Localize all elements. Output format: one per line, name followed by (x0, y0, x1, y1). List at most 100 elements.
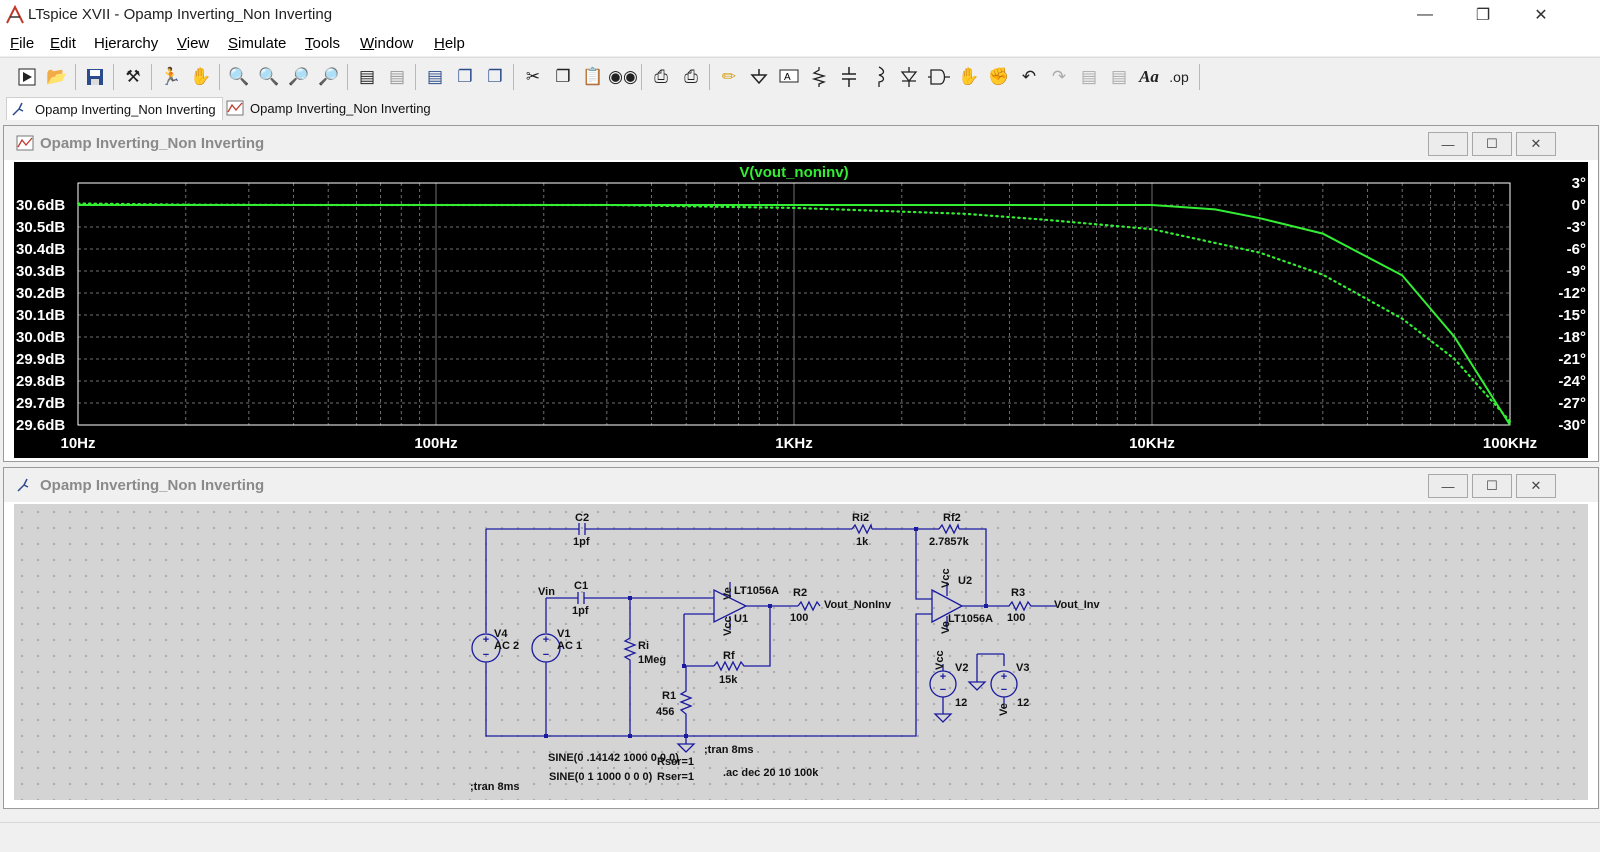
value-r1: 456 (656, 706, 675, 718)
run-sim-button[interactable]: 🏃 (158, 64, 184, 90)
bode-chart[interactable]: 30.6dB30.5dB30.4dB30.3dB30.2dB30.1dB30.0… (14, 162, 1588, 458)
mirror-icon: ▤ (1110, 67, 1128, 86)
autorange-button[interactable]: ▤ (354, 64, 380, 90)
cut-button[interactable]: ✂ (520, 64, 546, 90)
schematic-window-title: Opamp Inverting_Non Inverting (40, 477, 265, 494)
zoom-in-icon: 🔍 (228, 67, 250, 86)
schematic-drawing[interactable]: + − + − + − + − (14, 504, 1588, 800)
spice-directive-button[interactable]: .op (1166, 64, 1192, 90)
find-button[interactable]: ◉◉ (608, 64, 638, 90)
menu-bar: File Edit Hierarchy View Simulate Tools Window… (0, 30, 1600, 56)
label-r1: R1 (662, 690, 677, 702)
run-button[interactable] (14, 64, 40, 90)
print-preview-button[interactable]: ⎙ (648, 64, 674, 90)
x-tick-label: 100Hz (414, 435, 457, 452)
spice-directive-icon: .op (1169, 69, 1189, 85)
menu-simulate[interactable]: Simulate (228, 35, 287, 52)
pan-icon: 🔍 (258, 67, 280, 86)
waveform-maximize-button[interactable]: ☐ (1472, 132, 1512, 156)
svg-text:+: + (1001, 671, 1007, 683)
print-preview-icon: ⎙ (654, 67, 668, 86)
scissors-icon: ✂ (525, 67, 541, 86)
menu-view[interactable]: View (177, 35, 210, 52)
ground-button[interactable] (746, 64, 772, 90)
ltspice-app-icon (6, 5, 24, 24)
tile-horizontal-button[interactable]: ▤ (422, 64, 448, 90)
value-v4: AC 2 (494, 640, 520, 652)
resistor-button[interactable] (806, 64, 832, 90)
close-button[interactable]: ✕ (1512, 0, 1570, 30)
schematic-window: Opamp Inverting_Non Inverting — ☐ ✕ (3, 467, 1599, 809)
save-button[interactable] (82, 64, 108, 90)
y-left-tick-label: 30.2dB (16, 285, 65, 302)
close-icon: ✕ (1534, 7, 1548, 24)
draw-wire-button[interactable]: ✏ (716, 64, 742, 90)
value-ri: 1Meg (638, 654, 667, 666)
y-right-tick-label: -12° (1558, 285, 1586, 302)
open-button[interactable]: 📂 (44, 64, 70, 90)
delete-plot-button[interactable]: ▤ (384, 64, 410, 90)
cascade-button[interactable]: ❐ (452, 64, 478, 90)
tile-vertical-button[interactable]: ❐ (482, 64, 508, 90)
redo-button[interactable]: ↷ (1046, 64, 1072, 90)
pan-button[interactable]: 🔍 (256, 64, 282, 90)
paste-button[interactable]: 📋 (580, 64, 606, 90)
schematic-canvas[interactable]: + − + − + − + − C2 1pf Ri2 1k Rf2 2.7857… (14, 504, 1588, 800)
inductor-button[interactable] (866, 64, 892, 90)
value-rf: 15k (719, 674, 738, 686)
schematic-minimize-button[interactable]: — (1428, 474, 1468, 498)
tab-waveform[interactable]: Opamp Inverting_Non Inverting (222, 97, 437, 119)
y-right-tick-label: -21° (1558, 351, 1586, 368)
svg-text:+: + (543, 634, 549, 646)
svg-text:−: − (483, 649, 489, 661)
halt-button[interactable]: ✋ (188, 64, 214, 90)
u1-vcc-pin: Ve (722, 587, 734, 600)
toolbar-separator (709, 64, 710, 90)
label-c2: C2 (575, 512, 590, 524)
zoom-fit-button[interactable]: 🔎 (316, 64, 342, 90)
svg-text:+: + (940, 671, 946, 683)
zoom-out-button[interactable]: 🔎 (286, 64, 312, 90)
rotate-button[interactable]: ▤ (1076, 64, 1102, 90)
junction-dots (544, 527, 988, 738)
zoom-in-button[interactable]: 🔍 (226, 64, 252, 90)
component-button[interactable] (926, 64, 952, 90)
drag-button[interactable]: ✊ (986, 64, 1012, 90)
waveform-close-button[interactable]: ✕ (1516, 132, 1556, 156)
print-button[interactable]: ⎙ (678, 64, 704, 90)
menu-tools[interactable]: Tools (305, 35, 341, 52)
copy-button[interactable]: ❐ (550, 64, 576, 90)
waveform-window: Opamp Inverting_Non Inverting — ☐ ✕ 30.6… (3, 125, 1599, 462)
label-net-button[interactable]: A (776, 64, 802, 90)
undo-button[interactable]: ↶ (1016, 64, 1042, 90)
menu-help[interactable]: Help (434, 35, 465, 52)
restore-button[interactable]: ❐ (1454, 0, 1512, 30)
minimize-icon: — (1441, 478, 1455, 494)
menu-edit[interactable]: Edit (50, 35, 76, 52)
menu-hierarchy[interactable]: Hierarchy (94, 35, 159, 52)
menu-window[interactable]: Window (360, 35, 414, 52)
text-button[interactable]: Aa (1136, 64, 1162, 90)
capacitor-button[interactable] (836, 64, 862, 90)
y-left-tick-label: 29.9dB (16, 351, 65, 368)
move-button[interactable]: ✋ (956, 64, 982, 90)
y-left-tick-label: 30.4dB (16, 241, 65, 258)
mirror-button[interactable]: ▤ (1106, 64, 1132, 90)
label-u1: U1 (734, 613, 749, 625)
schematic-close-button[interactable]: ✕ (1516, 474, 1556, 498)
value-v1: AC 1 (557, 640, 583, 652)
schematic-maximize-button[interactable]: ☐ (1472, 474, 1512, 498)
minimize-button[interactable]: — (1396, 0, 1454, 30)
tab-schematic[interactable]: Opamp Inverting_Non Inverting (6, 97, 223, 120)
waveform-minimize-button[interactable]: — (1428, 132, 1468, 156)
tran-directive-1: ;tran 8ms (704, 744, 754, 756)
control-panel-button[interactable]: ⚒ (120, 64, 146, 90)
y-right-tick-label: -24° (1558, 373, 1586, 390)
undo-icon: ↶ (1021, 67, 1037, 86)
zoom-out-icon: 🔎 (288, 67, 310, 86)
value-r2: 100 (790, 612, 809, 624)
tran-directive-2: ;tran 8ms (470, 781, 520, 793)
diode-button[interactable] (896, 64, 922, 90)
menu-file[interactable]: File (10, 35, 35, 52)
